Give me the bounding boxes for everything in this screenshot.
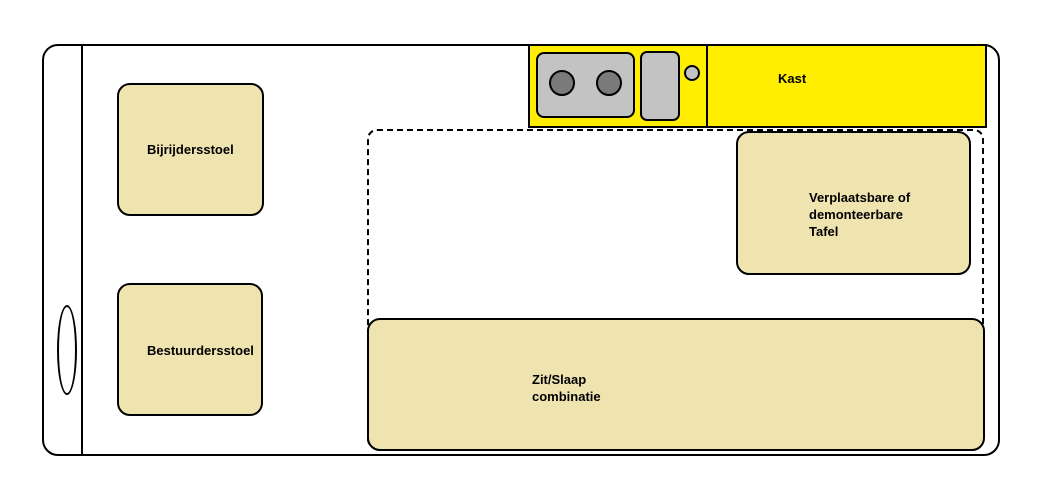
bed-label: Zit/Slaap combinatie <box>532 371 601 405</box>
seat-bed-combination: Zit/Slaap combinatie <box>367 318 985 451</box>
burner-icon <box>596 70 622 96</box>
cab-divider <box>81 45 83 455</box>
bed-label-line: Zit/Slaap <box>532 372 587 387</box>
cabinet-label: Kast <box>778 71 807 86</box>
table-label: Verplaatsbare of demonteerbare Tafel <box>809 189 910 240</box>
bed-label-line: combinatie <box>532 389 601 404</box>
passenger-seat: Bijrijdersstoel <box>117 83 264 216</box>
table-label-line: Tafel <box>809 224 839 239</box>
passenger-seat-label: Bijrijdersstoel <box>147 142 234 157</box>
driver-seat-label: Bestuurdersstoel <box>147 343 254 358</box>
table-label-line: demonteerbare <box>809 207 903 222</box>
sink-basin <box>640 51 680 121</box>
table-label-line: Verplaatsbare of <box>809 190 911 205</box>
kitchen-divider <box>706 45 708 127</box>
burner-icon <box>549 70 575 96</box>
steering-wheel-icon <box>57 305 77 395</box>
tap-icon <box>684 65 700 81</box>
driver-seat: Bestuurdersstoel <box>117 283 263 416</box>
removable-table: Verplaatsbare of demonteerbare Tafel <box>736 131 971 275</box>
